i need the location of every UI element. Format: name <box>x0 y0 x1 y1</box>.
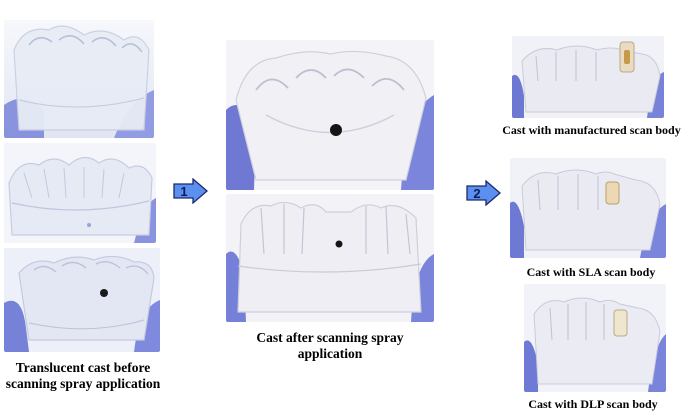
step-1-arrow: 1 <box>173 177 209 205</box>
scan-body-icon <box>605 181 620 205</box>
translucent-cast-photo-3 <box>4 248 160 352</box>
sprayed-cast-photo-top <box>226 40 434 190</box>
dlp-scan-body-caption: Cast with DLP scan body <box>528 397 658 411</box>
sprayed-cast-image-bottom <box>226 194 434 322</box>
step-1-arrow-shape <box>173 177 208 205</box>
translucent-cast-photo-1 <box>4 20 154 138</box>
manufactured-scan-body-photo <box>512 36 664 118</box>
step-2-arrow: 2 <box>466 179 502 207</box>
manufactured-scan-body-caption: Cast with manufactured scan body <box>502 123 681 137</box>
step-2-number: 2 <box>473 186 480 201</box>
sprayed-cast-caption: Cast after scanning spray application <box>256 330 404 361</box>
sla-scan-body-caption: Cast with SLA scan body <box>526 265 656 279</box>
dlp-scan-body-photo <box>524 284 666 392</box>
implant-hole-icon <box>100 289 108 297</box>
sprayed-cast-image-top <box>226 40 434 190</box>
translucent-cast-image-2 <box>4 143 156 243</box>
implant-hole-icon <box>330 124 342 136</box>
translucent-cast-image-1 <box>4 20 154 138</box>
translucent-cast-photo-2 <box>4 143 156 243</box>
step-1-number: 1 <box>180 184 187 199</box>
sla-scan-body-photo <box>510 158 666 258</box>
manufactured-scan-body-image <box>512 36 664 118</box>
translucent-cast-caption: Translucent cast before scanning spray a… <box>5 360 161 391</box>
scan-body-icon <box>613 309 628 337</box>
sprayed-cast-photo-bottom <box>226 194 434 322</box>
sla-scan-body-image <box>510 158 666 258</box>
translucent-cast-image-3 <box>4 248 160 352</box>
dlp-scan-body-image <box>524 284 666 392</box>
step-2-arrow-shape <box>466 179 501 207</box>
